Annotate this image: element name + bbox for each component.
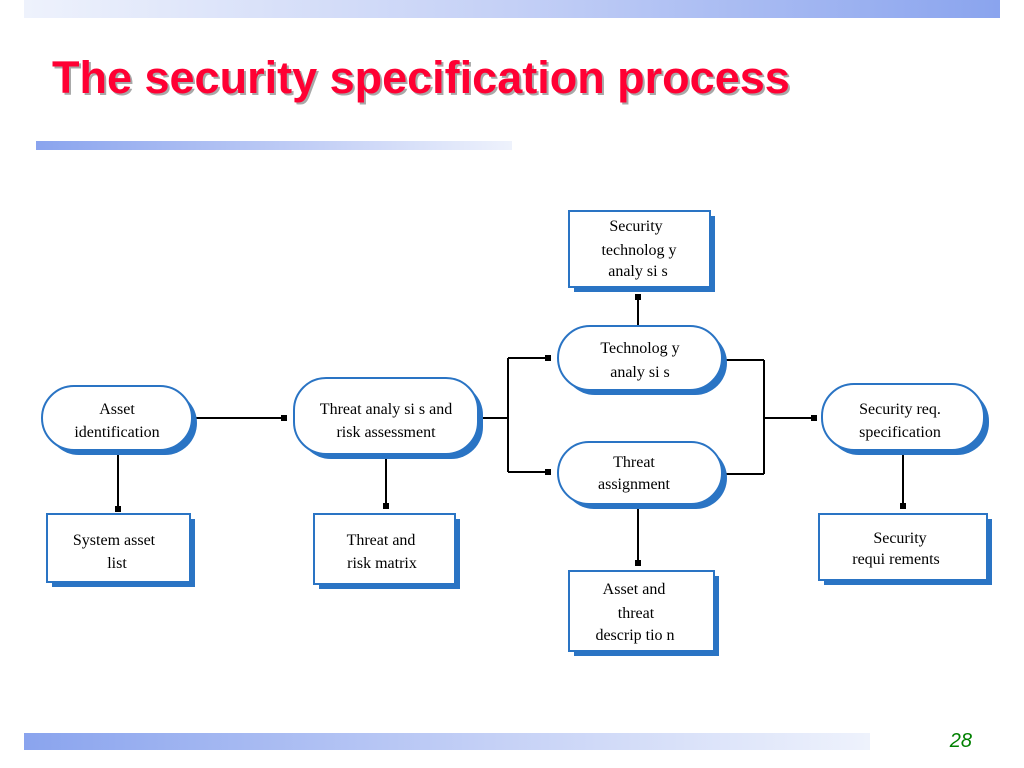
bottom-decor-bar — [24, 733, 870, 750]
output-security-technology-analysis: Security technolog y analy si s — [568, 210, 715, 292]
process-threat-assignment-line-1: Threat — [613, 454, 655, 471]
output-threat-risk-matrix-line-2: risk matrix — [347, 555, 417, 572]
process-threat-assignment-line-2: assignment — [598, 476, 671, 493]
output-security-requirements-line-2: requi rements — [852, 551, 940, 568]
process-threat-analysis-line-2: risk assessment — [336, 424, 436, 441]
connectors — [115, 294, 906, 566]
page-number: 28 — [949, 730, 972, 752]
process-asset-identification-line-1: Asset — [99, 401, 135, 418]
output-asset-threat-description-line-1: Asset and — [603, 581, 666, 598]
process-technology-analysis-line-1: Technolog y — [600, 340, 679, 357]
process-asset-identification-line-2: identification — [74, 424, 159, 441]
slide-title: The security specification process — [52, 52, 790, 103]
process-technology-analysis: Technolog y analy si s — [557, 325, 727, 395]
output-asset-threat-description-line-2: threat — [618, 605, 655, 622]
title-underline — [36, 141, 512, 150]
output-threat-risk-matrix: Threat and risk matrix — [313, 513, 460, 589]
process-asset-identification: Asset identification — [41, 385, 197, 455]
top-decor-bar — [24, 0, 1000, 18]
output-asset-threat-description-line-3: descrip tio n — [595, 627, 674, 644]
process-threat-assignment: Threat assignment — [557, 441, 727, 509]
output-system-asset-list-line-1: System asset — [73, 532, 156, 549]
process-threat-analysis-line-1: Threat analy si s and — [320, 401, 452, 418]
output-system-asset-list-line-2: list — [107, 555, 127, 572]
process-security-req-specification-line-1: Security req. — [859, 401, 941, 418]
process-security-req-specification-line-2: specification — [859, 424, 941, 441]
output-security-technology-analysis-line-3: analy si s — [608, 263, 668, 280]
process-security-req-specification: Security req. specification — [821, 383, 989, 455]
output-system-asset-list: System asset list — [46, 513, 195, 587]
output-threat-risk-matrix-line-1: Threat and — [347, 532, 416, 549]
output-security-technology-analysis-line-1: Security — [609, 218, 662, 235]
output-security-requirements-line-1: Security — [873, 530, 926, 547]
output-asset-threat-description: Asset and threat descrip tio n — [568, 570, 719, 656]
process-threat-analysis: Threat analy si s and risk assessment — [293, 377, 483, 459]
process-technology-analysis-line-2: analy si s — [610, 364, 670, 381]
output-security-requirements: Security requi rements — [818, 513, 992, 585]
output-security-technology-analysis-line-2: technolog y — [601, 242, 676, 259]
